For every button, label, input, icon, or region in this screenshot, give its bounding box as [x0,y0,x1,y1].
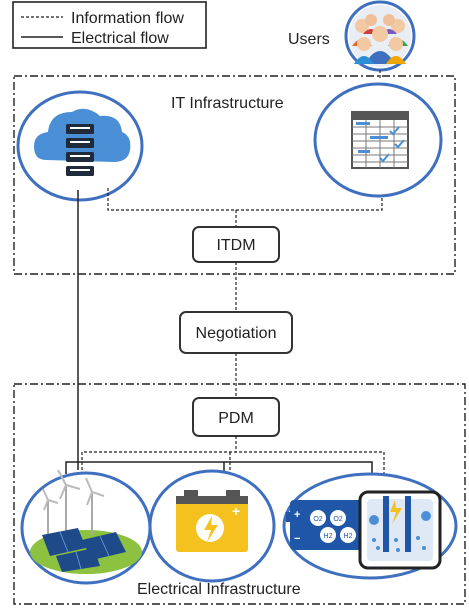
electrical-infrastructure-title: Electrical Infrastructure [137,581,301,598]
pdm-label: PDM [218,410,254,427]
hydrogen-plus: + [294,509,300,521]
h2-label-2: H2 [344,533,353,540]
itdm-label: ITDM [216,237,255,254]
o2-label-2: O2 [333,516,342,523]
negotiation-label: Negotiation [196,325,277,342]
legend: Information flow Electrical flow [12,1,207,49]
battery-icon: + [148,469,276,583]
schedule-table-icon [313,82,443,198]
users-icon [344,0,416,72]
hydrogen-minus: − [294,533,300,545]
h2-label-1: H2 [324,533,333,540]
wind-solar-farm-icon [20,469,152,585]
o2-label-1: O2 [313,516,322,523]
electrolyzer-icon [358,490,442,570]
users-label: Users [288,31,330,48]
cloud-server-icon [16,90,144,202]
legend-information-flow: Information flow [71,10,184,27]
it-infrastructure-title: IT Infrastructure [171,95,284,112]
electrical-infrastructure-box [13,383,466,605]
it-infrastructure-box [13,75,456,275]
svg-text:+: + [232,503,240,519]
legend-electrical-flow: Electrical flow [71,30,169,47]
